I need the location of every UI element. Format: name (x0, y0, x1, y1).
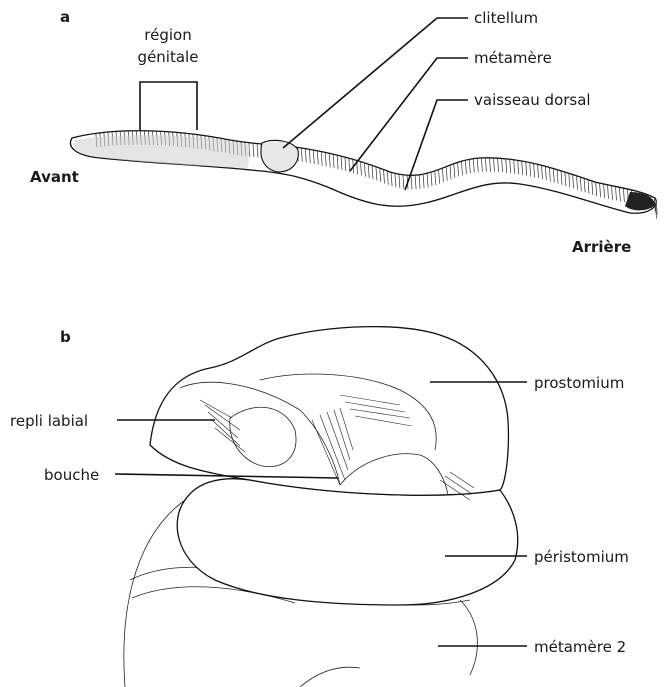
labial-fold-label: repli labial (10, 412, 88, 430)
genital-region-label-line1: région (144, 26, 191, 44)
prostomium (150, 327, 508, 496)
ring-bottom (300, 667, 360, 687)
panel-a: a région génitale clitellum métamère vai… (30, 8, 657, 256)
metamere-leader (350, 58, 468, 171)
peristomium-label: péristomium (534, 548, 629, 566)
panel-a-letter: a (60, 8, 70, 26)
rear-label: Arrière (572, 238, 631, 256)
worm-body (70, 131, 657, 219)
mouth-label: bouche (44, 466, 99, 484)
genital-region-label-line2: génitale (138, 48, 199, 66)
ring-line-3 (460, 600, 477, 675)
metamere-label: métamère (474, 49, 552, 67)
clitellum-leader (283, 18, 468, 148)
front-label: Avant (30, 168, 79, 186)
metamere-2-label: métamère 2 (534, 638, 626, 656)
prostomium-label: prostomium (534, 374, 624, 392)
metamere-2-outline (124, 500, 185, 687)
tail-tip (625, 192, 655, 210)
clitellum-label: clitellum (474, 9, 538, 27)
genital-region-bracket (140, 82, 197, 130)
panel-b-letter: b (60, 328, 71, 346)
panel-b: b prostomium repli lab (10, 327, 629, 687)
dorsal-vessel-label: vaisseau dorsal (474, 91, 591, 109)
